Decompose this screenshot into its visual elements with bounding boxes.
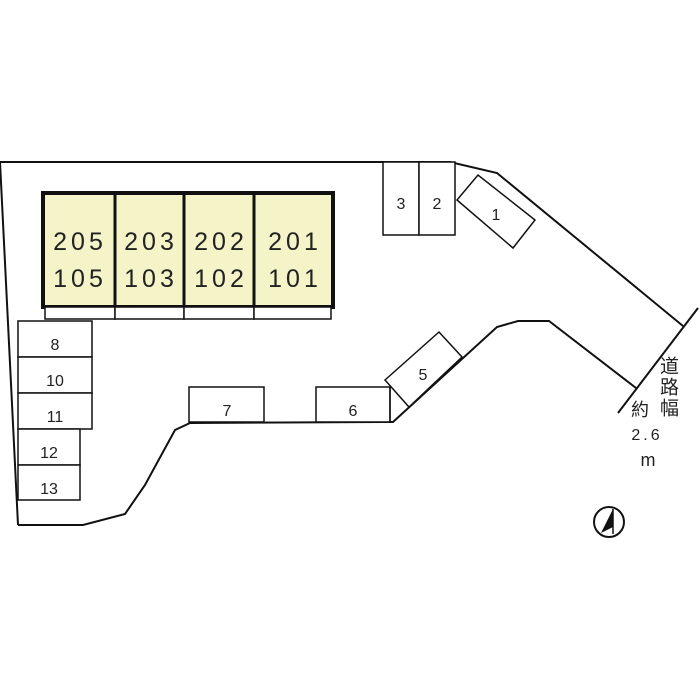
unit-203: 203 (124, 228, 178, 256)
parking-label-12: 12 (40, 445, 58, 462)
parking-label-10: 10 (46, 373, 64, 390)
parking-label-13: 13 (40, 481, 58, 498)
unit-103: 103 (124, 265, 178, 293)
unit-102: 102 (194, 265, 248, 293)
road-width-value: 2.6 (631, 427, 662, 444)
unit-205: 205 (53, 228, 107, 256)
parking-label-7: 7 (223, 403, 232, 420)
balcony-strip (44, 306, 332, 320)
parking-label-5: 5 (419, 367, 428, 384)
site-boundary-lower (18, 320, 637, 526)
unit-101: 101 (268, 265, 322, 293)
apartment-building: 205 105 203 103 202 102 201 101 (41, 191, 335, 320)
unit-202: 202 (194, 228, 248, 256)
parking-label-2: 2 (433, 196, 442, 213)
parking-3 (382, 161, 420, 236)
parking-label-6: 6 (349, 403, 358, 420)
road-label-about: 約 (631, 400, 649, 421)
parking-2 (418, 161, 456, 236)
parking-5 (383, 330, 464, 409)
parking-label-3: 3 (397, 196, 406, 213)
north-arrow-icon (593, 506, 625, 538)
road-width-label: 約 2.6 m (631, 400, 662, 470)
parking-label-1: 1 (492, 207, 501, 224)
parking-11 (17, 392, 93, 430)
parking-7 (188, 386, 265, 423)
road-width-vertical-label: 道路幅 (657, 356, 679, 419)
parking-label-8: 8 (51, 337, 60, 354)
parking-10 (17, 356, 93, 394)
parking-1 (455, 173, 537, 250)
parking-12 (17, 428, 81, 466)
unit-105: 105 (53, 265, 107, 293)
road-width-unit: m (641, 450, 656, 470)
road-edge (617, 307, 699, 414)
unit-201: 201 (268, 228, 322, 256)
parking-13 (17, 464, 81, 501)
parking-label-11: 11 (47, 409, 64, 426)
